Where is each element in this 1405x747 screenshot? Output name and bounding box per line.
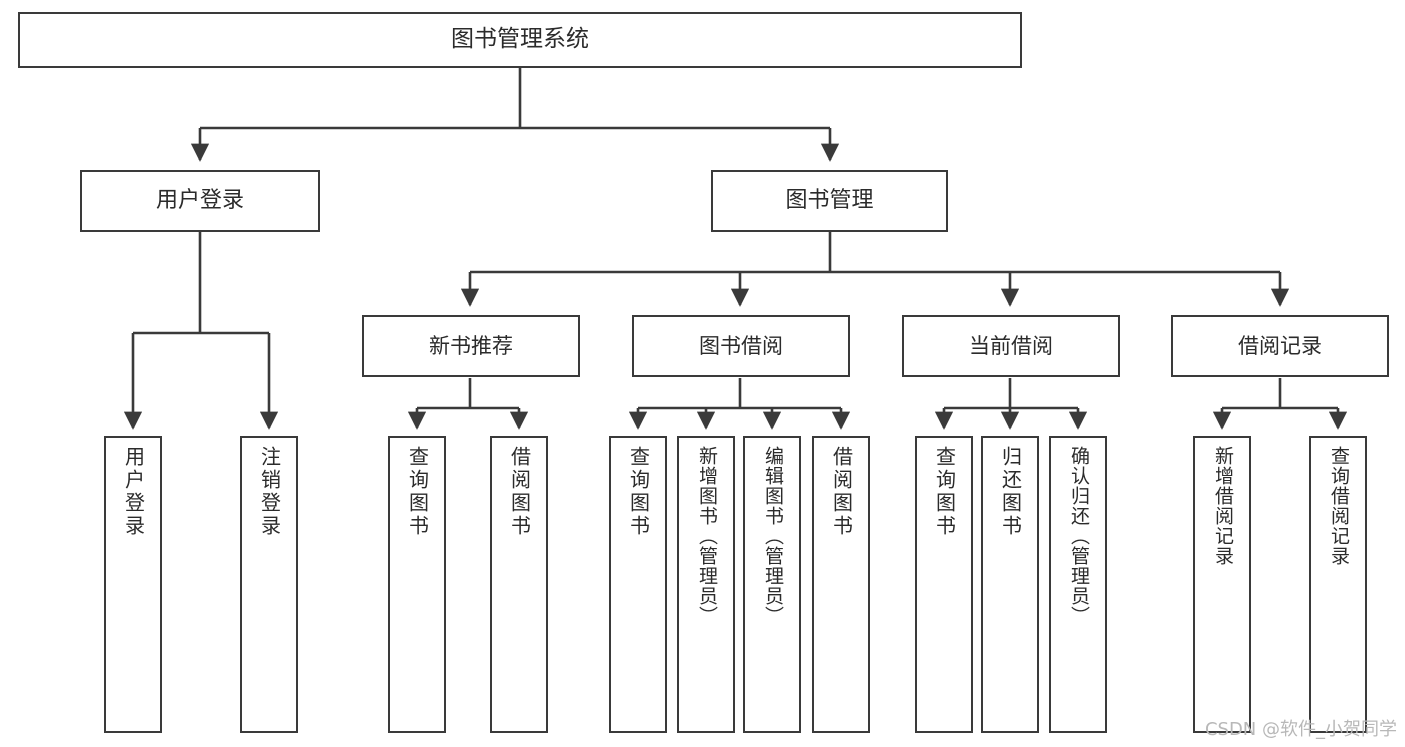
node-label: 查询图书 xyxy=(932,446,957,538)
node-label: 借阅图书 xyxy=(507,446,532,538)
leaf-borrow-book-recommend[interactable]: 借阅图书 xyxy=(490,436,548,733)
leaf-query-borrow-record[interactable]: 查询借阅记录 xyxy=(1309,436,1367,733)
node-label: 用户登录 xyxy=(121,446,146,538)
node-label: 编辑图书（管理员） xyxy=(761,446,784,626)
leaf-logout-login[interactable]: 注销登录 xyxy=(240,436,298,733)
node-label: 归还图书 xyxy=(998,446,1023,538)
node-label: 图书管理 xyxy=(785,188,874,214)
leaf-add-borrow-record[interactable]: 新增借阅记录 xyxy=(1193,436,1251,733)
node-label: 确认归还（管理员） xyxy=(1067,446,1090,626)
leaf-query-book-borrow[interactable]: 查询图书 xyxy=(609,436,667,733)
node-label: 查询借阅记录 xyxy=(1327,446,1350,566)
node-current-borrow[interactable]: 当前借阅 xyxy=(902,315,1120,377)
node-root-system[interactable]: 图书管理系统 xyxy=(18,12,1022,68)
node-book-borrow[interactable]: 图书借阅 xyxy=(632,315,850,377)
node-label: 图书管理系统 xyxy=(451,26,589,53)
leaf-confirm-return[interactable]: 确认归还（管理员） xyxy=(1049,436,1107,733)
node-new-book-recommend[interactable]: 新书推荐 xyxy=(362,315,580,377)
leaf-query-book-current[interactable]: 查询图书 xyxy=(915,436,973,733)
node-book-manage[interactable]: 图书管理 xyxy=(711,170,948,232)
node-label: 新书推荐 xyxy=(429,333,513,358)
node-label: 借阅记录 xyxy=(1238,333,1322,358)
node-user-login[interactable]: 用户登录 xyxy=(80,170,320,232)
node-label: 当前借阅 xyxy=(969,333,1053,358)
leaf-add-book[interactable]: 新增图书（管理员） xyxy=(677,436,735,733)
node-borrow-record[interactable]: 借阅记录 xyxy=(1171,315,1389,377)
node-label: 新增图书（管理员） xyxy=(695,446,718,626)
watermark-text: CSDN @软件_小贺同学 xyxy=(1204,719,1397,740)
node-label: 借阅图书 xyxy=(829,446,854,538)
leaf-return-book[interactable]: 归还图书 xyxy=(981,436,1039,733)
leaf-user-login[interactable]: 用户登录 xyxy=(104,436,162,733)
node-label: 新增借阅记录 xyxy=(1211,446,1234,566)
node-label: 用户登录 xyxy=(155,188,244,214)
leaf-query-book-recommend[interactable]: 查询图书 xyxy=(388,436,446,733)
node-label: 查询图书 xyxy=(626,446,651,538)
node-label: 图书借阅 xyxy=(699,333,783,358)
leaf-borrow-book[interactable]: 借阅图书 xyxy=(812,436,870,733)
node-label: 查询图书 xyxy=(405,446,430,538)
node-label: 注销登录 xyxy=(257,446,282,538)
leaf-edit-book[interactable]: 编辑图书（管理员） xyxy=(743,436,801,733)
